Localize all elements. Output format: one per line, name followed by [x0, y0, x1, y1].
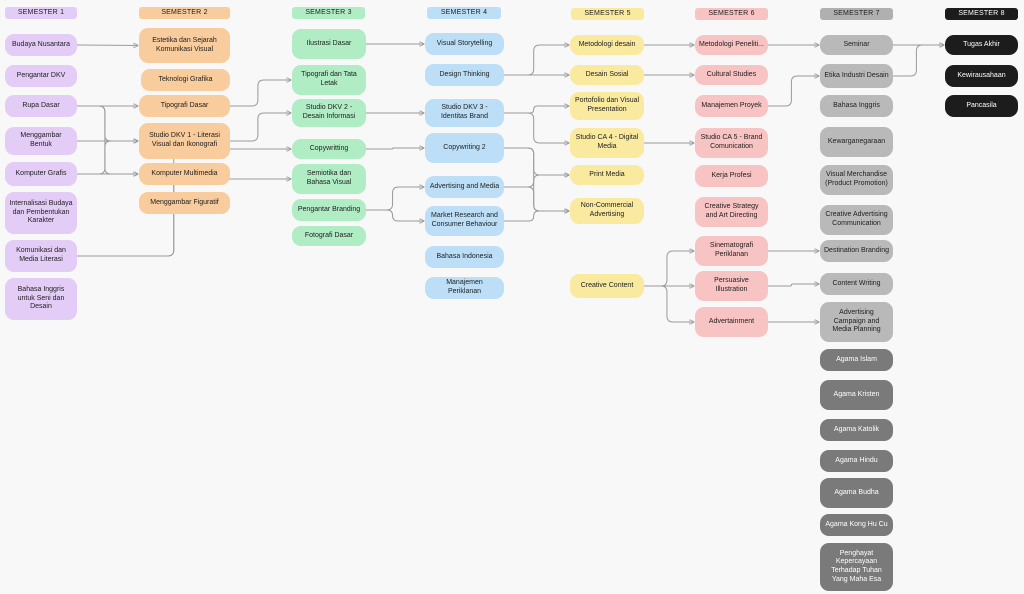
- course-tugas-akhir[interactable]: Tugas Akhir: [945, 35, 1018, 55]
- course-seminar[interactable]: Seminar: [820, 35, 893, 55]
- connector-copywritting-to-copywriting2: [366, 148, 424, 149]
- connector-persuasive-to-content-writing: [768, 284, 819, 287]
- course-menggambar-figuratif[interactable]: Menggambar Figuratif: [139, 192, 230, 214]
- course-content-writing[interactable]: Content Writing: [820, 273, 893, 295]
- course-studio-ca-4[interactable]: Studio CA 4 - Digital Media: [570, 128, 644, 158]
- connector-design-thinking-to-metodologi-desain: [504, 45, 569, 76]
- header-semester-7: SEMESTER 7: [820, 8, 893, 20]
- course-penghayat-kepercayaan[interactable]: Penghayat Kepercayaan Terhadap Tuhan Yan…: [820, 543, 893, 591]
- course-etika-industri-desain[interactable]: Etika Industri Desain: [820, 64, 893, 88]
- course-metodologi-desain[interactable]: Metodologi desain: [570, 35, 644, 55]
- course-agama-islam[interactable]: Agama Islam: [820, 349, 893, 371]
- connector-creative-content-to-advertainment: [644, 285, 694, 322]
- course-market-research[interactable]: Market Research and Consumer Behaviour: [425, 206, 504, 236]
- course-komputer-multimedia[interactable]: Komputer Multimedia: [139, 163, 230, 185]
- course-advertising-campaign-media-planning[interactable]: Advertising Campaign and Media Planning: [820, 302, 893, 342]
- course-non-commercial-advertising[interactable]: Non-Commercial Advertising: [570, 198, 644, 224]
- course-agama-katolik[interactable]: Agama Katolik: [820, 419, 893, 441]
- course-persuasive-illustration[interactable]: Persuasive Illustration: [695, 271, 768, 301]
- header-semester-1: SEMESTER 1: [5, 7, 77, 19]
- connector-komputer-grafis-to-studio-dkv1: [77, 141, 138, 175]
- course-advertising-media[interactable]: Advertising and Media: [425, 176, 504, 198]
- course-fotografi-dasar[interactable]: Fotografi Dasar: [292, 226, 366, 246]
- course-tipografi-tata-letak[interactable]: Tipografi dan Tata Letak: [292, 65, 366, 95]
- course-menggambar-bentuk[interactable]: Menggambar Bentuk: [5, 127, 77, 155]
- course-tipografi-dasar[interactable]: Tipografi Dasar: [139, 95, 230, 117]
- course-print-media[interactable]: Print Media: [570, 165, 644, 185]
- course-semiotika-bahasa-visual[interactable]: Semiotika dan Bahasa Visual: [292, 164, 366, 194]
- course-creative-content[interactable]: Creative Content: [570, 274, 644, 298]
- connector-pengantar-branding-to-market-research: [366, 209, 424, 221]
- course-ilustrasi-dasar[interactable]: Ilustrasi Dasar: [292, 29, 366, 59]
- connector-pengantar-branding-to-advertising-media: [366, 187, 424, 211]
- course-manajemen-periklanan[interactable]: Manajemen Periklanan: [425, 277, 504, 299]
- course-copywritting[interactable]: Copywritting: [292, 139, 366, 159]
- header-semester-8: SEMESTER 8: [945, 8, 1018, 20]
- course-internalisasi-budaya[interactable]: Internalisasi Budaya dan Pembentukan Kar…: [5, 192, 77, 234]
- course-komputer-grafis[interactable]: Komputer Grafis: [5, 162, 77, 186]
- course-creative-strategy-art-directing[interactable]: Creative Strategy and Art Directing: [695, 197, 768, 227]
- course-creative-advertising-communication[interactable]: Creative Advertising Communication: [820, 205, 893, 235]
- course-advertainment[interactable]: Advertainment: [695, 307, 768, 337]
- course-pancasila[interactable]: Pancasila: [945, 95, 1018, 117]
- header-semester-2: SEMESTER 2: [139, 7, 230, 19]
- course-bahasa-indonesia[interactable]: Bahasa Indonesia: [425, 246, 504, 268]
- connector-tipografi-dasar-to-tipografi-tata-letak: [230, 80, 291, 107]
- connector-market-research-to-non-commercial: [504, 211, 569, 222]
- connector-advertising-media-to-non-commercial: [504, 186, 569, 211]
- connector-copywriting2-to-non-commercial: [504, 147, 569, 211]
- course-pengantar-dkv[interactable]: Pengantar DKV: [5, 65, 77, 87]
- course-agama-hindu[interactable]: Agama Hindu: [820, 450, 893, 472]
- course-desain-sosial[interactable]: Desain Sosial: [570, 65, 644, 85]
- course-manajemen-proyek[interactable]: Manajemen Proyek: [695, 95, 768, 117]
- course-agama-kong-hu-cu[interactable]: Agama Kong Hu Cu: [820, 514, 893, 536]
- course-studio-ca-5[interactable]: Studio CA 5 - Brand Comunication: [695, 128, 768, 158]
- course-kerja-profesi[interactable]: Kerja Profesi: [695, 165, 768, 187]
- course-portofolio-visual-presentation[interactable]: Portofolio dan Visual Presentation: [570, 92, 644, 120]
- course-agama-budha[interactable]: Agama Budha: [820, 478, 893, 508]
- course-visual-merchandise[interactable]: Visual Merchandise (Product Promotion): [820, 165, 893, 195]
- course-pengantar-branding[interactable]: Pengantar Branding: [292, 199, 366, 221]
- connector-rupa-to-komputer-multimedia: [77, 105, 138, 174]
- course-kewarganegaraan[interactable]: Kewarganegaraan: [820, 127, 893, 157]
- connector-studio-dkv3-to-studio-ca4: [504, 112, 569, 143]
- course-estetika-sejarah[interactable]: Estetika dan Sejarah Komunikasi Visual: [139, 28, 230, 63]
- course-kewirausahaan[interactable]: Kewirausahaan: [945, 65, 1018, 87]
- course-visual-storytelling[interactable]: Visual Storytelling: [425, 33, 504, 55]
- course-studio-dkv-3[interactable]: Studio DKV 3 - Identitas Brand: [425, 99, 504, 127]
- connector-komunikasi-to-semiotika: [77, 179, 291, 257]
- connector-advertising-media-to-print-media: [504, 175, 569, 188]
- course-rupa-dasar[interactable]: Rupa Dasar: [5, 95, 77, 117]
- connector-budaya-to-estetika: [76, 45, 138, 46]
- header-semester-6: SEMESTER 6: [695, 8, 768, 20]
- connector-manajemen-proyek-to-etika-industri: [768, 76, 819, 107]
- course-budaya-nusantara[interactable]: Budaya Nusantara: [5, 34, 77, 56]
- course-teknologi-grafika[interactable]: Teknologi Grafika: [141, 69, 230, 91]
- course-studio-dkv-1[interactable]: Studio DKV 1 - Literasi Visual dan Ikono…: [139, 123, 230, 159]
- header-semester-3: SEMESTER 3: [292, 7, 365, 19]
- connector-rupa-to-studio-dkv1: [77, 105, 138, 141]
- connector-creative-content-to-sinematografi: [644, 251, 694, 287]
- course-design-thinking[interactable]: Design Thinking: [425, 64, 504, 86]
- course-destination-branding[interactable]: Destination Branding: [820, 240, 893, 262]
- course-sinematografi-periklanan[interactable]: Sinematografi Periklanan: [695, 236, 768, 266]
- connector-studio-dkv3-to-portofolio: [504, 106, 569, 114]
- edge-group: [76, 44, 944, 322]
- course-copywriting-2[interactable]: Copywriting 2: [425, 133, 504, 163]
- course-metodologi-penelitian[interactable]: Metodologi Peneliti...: [695, 35, 768, 55]
- course-bahasa-inggris[interactable]: Bahasa Inggris: [820, 95, 893, 117]
- course-cultural-studies[interactable]: Cultural Studies: [695, 65, 768, 85]
- header-semester-5: SEMESTER 5: [571, 8, 644, 20]
- course-bahasa-inggris-seni-desain[interactable]: Bahasa Inggris untuk Seni dan Desain: [5, 278, 77, 320]
- header-semester-4: SEMESTER 4: [427, 7, 501, 19]
- connector-etika-industri-to-tugas-akhir: [893, 45, 944, 77]
- connector-copywriting2-to-print-media: [504, 147, 569, 175]
- course-studio-dkv-2[interactable]: Studio DKV 2 - Desain Informasi: [292, 99, 366, 127]
- course-komunikasi-media-literasi[interactable]: Komunikasi dan Media Literasi: [5, 240, 77, 272]
- connector-studio-dkv1-to-studio-dkv2: [230, 113, 291, 142]
- course-agama-kristen[interactable]: Agama Kristen: [820, 380, 893, 410]
